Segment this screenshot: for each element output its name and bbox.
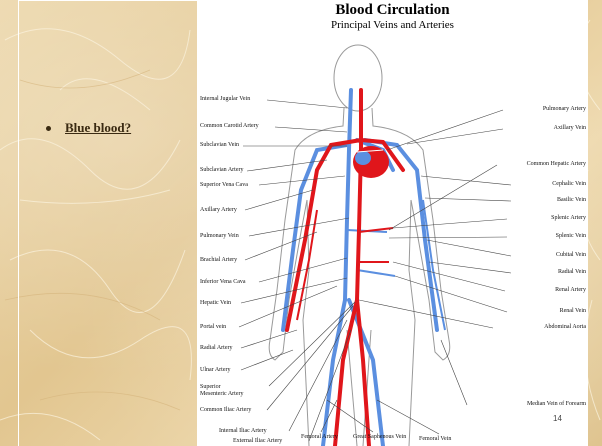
circulation-diagram: Blood Circulation Principal Veins and Ar… <box>197 0 588 446</box>
label-splenic-vein: Splenic Vein <box>556 233 586 240</box>
label-portal-vein: Portal vein <box>200 324 226 331</box>
label-brachial-artery: Brachial Artery <box>200 257 237 264</box>
label-radial-vein: Radial Vein <box>558 269 586 276</box>
label-axillary-vein: Axillary Vein <box>554 125 586 132</box>
label-median-vein-of-forearm: Median Vein of Forearm <box>527 401 586 408</box>
bullet-link-blue-blood[interactable]: Blue blood? <box>65 120 131 136</box>
label-femoral-vein: Femoral Vein <box>419 436 451 443</box>
label-common-iliac-artery: Common Iliac Artery <box>200 407 251 414</box>
bullet-item: Blue blood? <box>46 120 131 136</box>
label-basilic-vein: Basilic Vein <box>557 197 586 204</box>
label-mesenteric-artery: Mesenteric Artery <box>200 391 243 398</box>
label-cephalic-vein: Cephalic Vein <box>552 181 586 188</box>
label-renal-vein: Renal Vein <box>560 308 586 315</box>
label-pulmonary-vein: Pulmonary Vein <box>200 233 239 240</box>
slide-frame-left <box>18 0 19 446</box>
label-internal-iliac-artery: Internal Iliac Artery <box>219 428 267 435</box>
label-splenic-artery: Splenic Artery <box>551 215 586 222</box>
label-subclavian-vein: Subclavian Vein <box>200 142 239 149</box>
bullet-dot <box>46 126 51 131</box>
label-inferior-vena-cava: Inferior Vena Cava <box>200 279 246 286</box>
label-external-iliac-artery: External Iliac Artery <box>233 438 282 445</box>
label-common-carotid-artery: Common Carotid Artery <box>200 123 259 130</box>
diagram-subtitle: Principal Veins and Arteries <box>197 19 588 31</box>
label-great-saphenous-vein: Great Saphenous Vein <box>353 434 406 441</box>
label-abdominal-aorta: Abdominal Aorta <box>544 324 586 331</box>
label-internal-jugular-vein: Internal Jugular Vein <box>200 96 250 103</box>
heart-icon <box>353 146 389 178</box>
label-radial-artery: Radial Artery <box>200 345 233 352</box>
label-cubital-vein: Cubital Vein <box>556 252 586 259</box>
label-hepatic-vein: Hepatic Vein <box>200 300 231 307</box>
label-femoral-artery: Femoral Artery <box>301 434 338 441</box>
label-subclavian-artery: Subclavian Artery <box>200 167 244 174</box>
label-superior: Superior <box>200 384 221 391</box>
label-pulmonary-artery: Pulmonary Artery <box>543 106 586 113</box>
slide-page-number: 14 <box>553 414 562 423</box>
label-axillary-artery: Axillary Artery <box>200 207 237 214</box>
label-superior-vena-cava: Superior Vena Cava <box>200 182 248 189</box>
diagram-title: Blood Circulation <box>197 3 588 18</box>
body-illustration <box>197 0 588 446</box>
label-renal-artery: Renal Artery <box>555 287 586 294</box>
label-common-hepatic-artery: Common Hepatic Artery <box>527 161 586 168</box>
label-ulnar-artery: Ulnar Artery <box>200 367 231 374</box>
